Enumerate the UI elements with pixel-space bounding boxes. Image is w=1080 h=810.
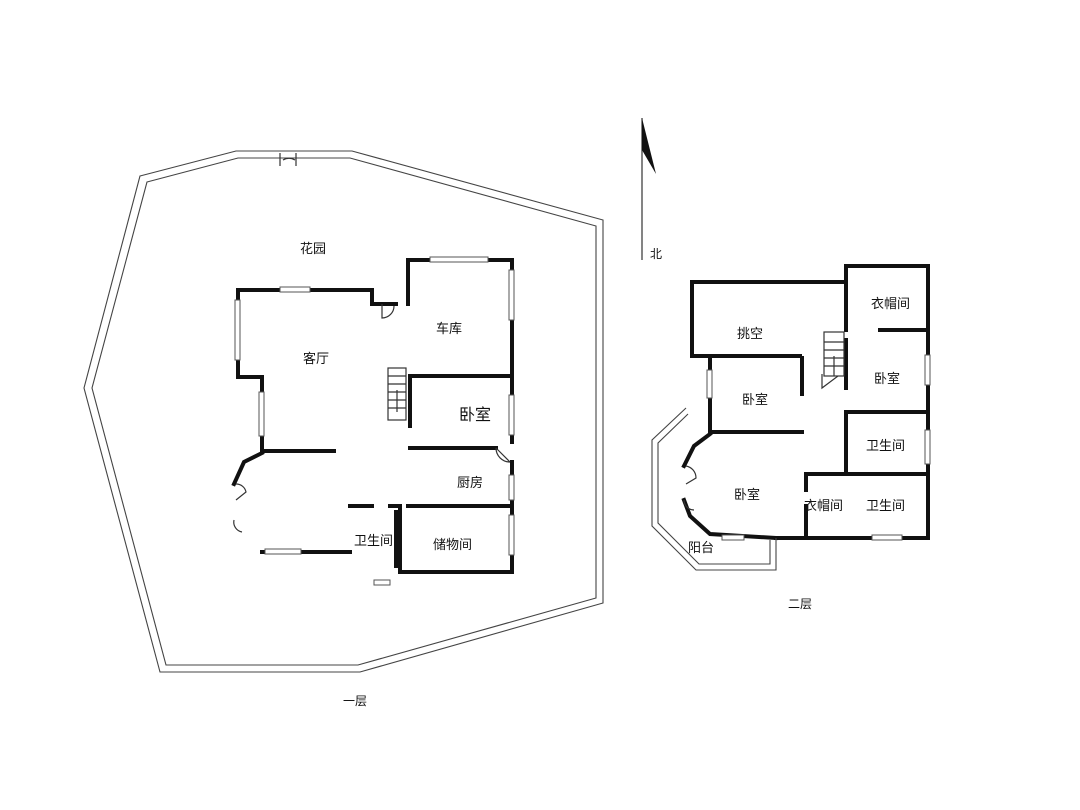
floor-1-plan: 花园 客厅 车库 卧室 厨房 卫生间 储物间 一层 [83,150,604,708]
living-room-walls [236,288,336,453]
room-label-bedroom-upper: 卧室 [742,392,768,408]
window [871,534,903,541]
window [508,394,515,436]
door-swing [683,499,695,511]
door-swing [381,304,395,319]
door-swing [685,465,697,485]
window [706,369,713,399]
room-label-storage: 储物间 [433,538,472,553]
door-swing [821,374,839,390]
balcony-outline [651,407,777,571]
room-label-bathroom: 卫生间 [354,534,393,549]
window [258,391,265,437]
window [279,286,311,293]
room-label-bath-upper: 卫生间 [866,439,905,454]
window [508,514,515,556]
bedroom-lower-bay [681,497,779,541]
kitchen-east-wall [398,460,514,574]
stair-treads [388,375,406,412]
room-label-void: 挑空 [737,327,763,342]
window [924,429,931,465]
room-label-garden: 花园 [300,241,326,257]
window [721,534,745,541]
room-label-wardrobe-mid: 衣帽间 [804,498,843,514]
window [429,256,489,263]
north-wall-left [236,288,398,306]
garden-boundary-inner [91,157,597,666]
room-label-kitchen: 厨房 [457,475,483,491]
floor-2-plan: 挑空 衣帽间 卧室 卧室 卫生间 卧室 衣帽间 卫生间 阳台 二层 [651,264,931,611]
stair [387,367,407,421]
window [373,579,391,586]
room-label-bedroom-lower: 卧室 [734,487,760,503]
window [234,299,241,361]
void-walls [690,280,848,358]
balcony-outline-inner [657,413,771,565]
room-label-balcony: 阳台 [688,541,714,556]
room-label-bath-lower: 卫生间 [866,499,905,514]
north-arrow-icon: 北 [641,118,662,261]
floor-caption-1: 一层 [343,694,367,708]
stair-treads [824,341,844,376]
bay-window-walls [231,450,265,487]
room-label-garage: 车库 [436,321,462,337]
room-label-living: 客厅 [303,351,329,367]
room-label-wardrobe-top: 衣帽间 [871,296,910,312]
window [264,548,302,555]
room-label-bedroom-right: 卧室 [874,371,900,387]
door-swing [495,447,511,463]
door-swing [235,483,247,501]
window [924,354,931,386]
bedroom-lower-walls [681,431,713,469]
garden-gate [279,153,297,166]
compass-label: 北 [650,247,662,261]
floor-caption-2: 二层 [788,597,812,611]
window [508,474,515,501]
window [508,269,515,321]
room-label-bedroom: 卧室 [459,405,491,424]
door-swing [233,519,243,533]
garden-boundary-outer [83,150,604,673]
